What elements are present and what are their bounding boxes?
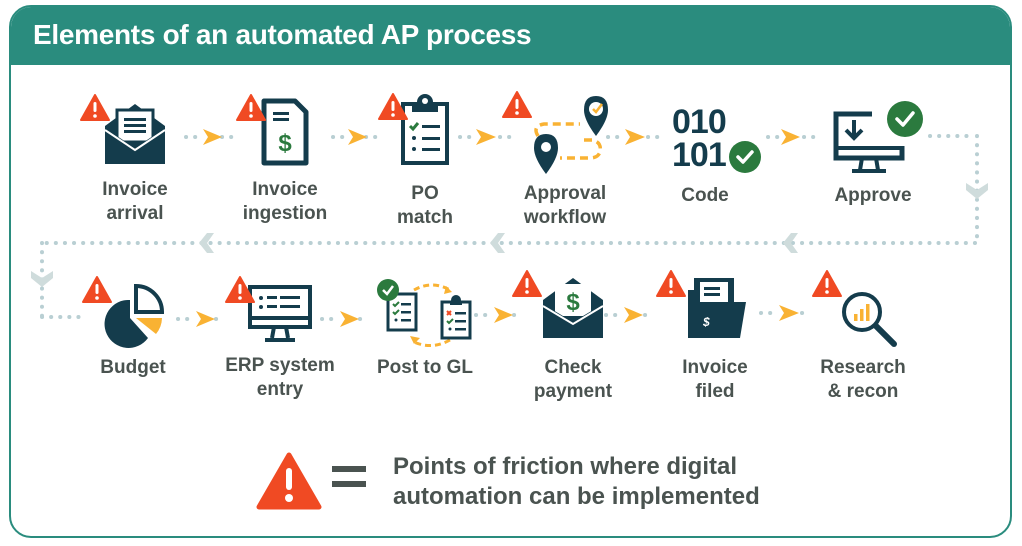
warning-triangle-icon — [512, 270, 542, 297]
check-circle-icon — [729, 141, 761, 173]
header-bar: Elements of an automated AP process — [11, 7, 1010, 65]
envelope-document-icon — [104, 104, 166, 164]
magnifier-chart-icon — [842, 292, 897, 347]
chevron-left-icon — [199, 233, 214, 253]
step-label: Budget — [100, 357, 166, 378]
monitor-list-icon — [248, 285, 312, 342]
arrow-icon — [781, 129, 800, 145]
arrow-icon — [340, 311, 359, 327]
folder-dollar-icon: $ — [688, 278, 746, 338]
binary-code-icon: 010 101 — [672, 103, 727, 174]
arrow-icon — [494, 307, 513, 323]
warning-triangle-icon — [656, 270, 686, 297]
arrow-icon — [348, 129, 367, 145]
invoice-dollar-icon: $ — [261, 98, 309, 166]
clipboards-cycle-icon — [377, 279, 472, 347]
warning-triangle-icon — [502, 91, 532, 118]
legend-text: Points of friction where digital automat… — [393, 453, 760, 510]
envelope-dollar-icon: $ — [542, 278, 604, 338]
arrow-icon — [196, 311, 215, 327]
infographic-card: Elements of an automated AP process — [9, 5, 1012, 538]
chevron-left-icon — [783, 233, 798, 253]
arrow-icon — [625, 129, 645, 145]
check-circle-icon — [887, 101, 923, 137]
chevron-left-icon — [490, 233, 505, 253]
warning-triangle-icon — [378, 93, 408, 120]
loop-chevrons — [31, 183, 988, 287]
warning-triangle-icon — [812, 270, 842, 297]
arrow-icon — [624, 307, 643, 323]
pie-chart-icon — [104, 283, 165, 348]
monitor-download-icon — [833, 111, 905, 173]
warning-triangle-icon — [225, 276, 255, 303]
arrow-icon — [203, 129, 222, 145]
step-label: Code — [681, 185, 729, 206]
svg-text:$: $ — [278, 130, 292, 157]
arrow-icon — [476, 129, 496, 145]
flow-arrows — [196, 129, 800, 327]
svg-text:$: $ — [566, 289, 580, 316]
step-label: Approve — [834, 185, 912, 206]
clipboard-checklist-icon — [401, 94, 449, 165]
warning-triangle-icon — [82, 276, 112, 303]
warning-triangle-icon — [80, 94, 110, 121]
warning-triangle-icon — [256, 452, 322, 510]
warning-triangle-icon — [236, 94, 266, 121]
equals-sign — [332, 466, 366, 496]
map-pins-route-icon — [534, 96, 608, 174]
step-label: Post to GL — [376, 357, 474, 378]
chevron-down-icon — [966, 183, 988, 199]
page-title: Elements of an automated AP process — [33, 19, 532, 50]
step-label: Research& recon — [820, 357, 906, 402]
svg-text:$: $ — [702, 315, 710, 329]
chevron-down-icon — [31, 271, 53, 287]
arrow-icon — [779, 305, 799, 321]
